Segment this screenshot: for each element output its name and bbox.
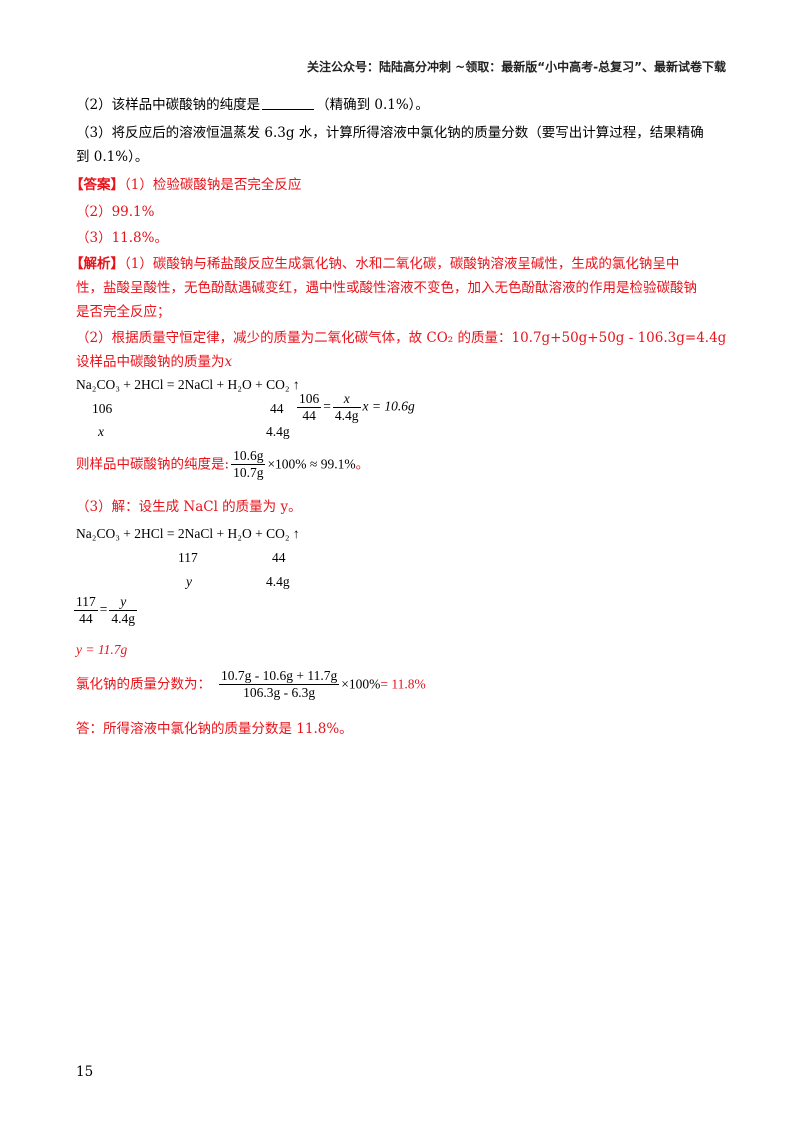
x-result: x = 10.6g	[362, 398, 415, 414]
fraction-denominator: 4.4g	[111, 611, 135, 626]
fraction-denominator: 106.3g - 6.3g	[243, 685, 316, 700]
purity-end: 。	[355, 456, 370, 473]
answer-3: （3）11.8%。	[76, 230, 168, 246]
analysis-1-line2: 性，盐酸呈酸性，无色酚酞遇碱变红，遇中性或酸性溶液不变色，加入无色酚酞溶液的作用…	[76, 280, 697, 296]
variable-x: x	[224, 354, 233, 370]
equation-2-var-1: y	[186, 574, 192, 589]
equation-1-var-1: x	[98, 424, 104, 439]
answer-2: （2）99.1%	[76, 204, 155, 220]
question-3-line2: 到 0.1%）。	[76, 149, 149, 165]
equation-2-molar-2: 44	[272, 550, 286, 565]
fraction-numerator: x	[332, 391, 361, 408]
question-2-text: （2）该样品中碳酸钠的纯度是	[76, 97, 261, 113]
answer-1: （1）检验碳酸钠是否完全反应	[124, 177, 302, 193]
fraction-denominator: 4.4g	[334, 408, 359, 423]
answer-line-1: 【答案】（1）检验碳酸钠是否完全反应	[70, 176, 301, 194]
equation-1-molar-1: 106	[92, 401, 113, 416]
analysis-2-line1: （2）根据质量守恒定律，减少的质量为二氧化碳气体，故 CO₂ 的质量：10.7g…	[76, 330, 727, 346]
fraction-denominator: 44	[79, 611, 93, 626]
y-result: y = 11.7g	[76, 642, 128, 657]
answer-blank	[262, 97, 315, 110]
question-3-line1: （3）将反应后的溶液恒温蒸发 6.3g 水，计算所得溶液中氯化钠的质量分数（要写…	[76, 125, 704, 141]
purity-result: ×100% ≈ 99.1%	[267, 456, 356, 472]
equals-sign: =	[99, 601, 108, 617]
equation-1-var-2: 4.4g	[266, 424, 290, 439]
equation-1-molar-2: 44	[270, 401, 284, 416]
analysis-2-line2: 设样品中碳酸钠的质量为x	[76, 353, 232, 371]
fraction-numerator: 10.7g - 10.6g + 11.7g	[219, 668, 340, 685]
analysis-1-line1: （1）碳酸钠与稀盐酸反应生成氯化钠、水和二氧化碳，碳酸钠溶液呈碱性，生成的氯化钠…	[124, 256, 680, 272]
equation-2-var-2: 4.4g	[266, 574, 290, 589]
fraction-numerator: y	[109, 594, 137, 611]
analysis-label: 【解析】	[70, 256, 124, 272]
equation-2: Na₂CO₃ + 2HCl = 2NaCl + H₂O + CO₂ ↑	[76, 526, 300, 541]
equation-1: Na₂CO₃ + 2HCl = 2NaCl + H₂O + CO₂ ↑	[76, 377, 300, 392]
question-2: （2）该样品中碳酸钠的纯度是 （精确到 0.1%）。	[76, 96, 429, 114]
fraction-numerator: 117	[74, 594, 98, 611]
analysis-line-1: 【解析】（1）碳酸钠与稀盐酸反应生成氯化钠、水和二氧化碳，碳酸钠溶液呈碱性，生成…	[70, 255, 679, 273]
analysis-2-text: 设样品中碳酸钠的质量为	[76, 354, 225, 370]
purity-text: 则样品中碳酸钠的纯度是:	[76, 456, 230, 473]
fraction-numerator: 10.6g	[231, 448, 266, 465]
equation-2-molar-1: 117	[178, 550, 198, 565]
page-number: 15	[76, 1064, 94, 1080]
question-2-tail: （精确到 0.1%）。	[316, 97, 429, 113]
fraction-numerator: 106	[297, 391, 322, 408]
fraction-denominator: 44	[302, 408, 316, 423]
page-header: 关注公众号：陆陆高分冲刺 ~领取：最新版“小中高考-总复习”、最新试卷下载	[307, 60, 726, 74]
equals-sign: =	[323, 398, 331, 414]
mass-fraction-text: 氯化钠的质量分数为：	[76, 676, 211, 693]
mass-fraction-result: = 11.8%	[380, 676, 426, 692]
analysis-1-line3: 是否完全反应；	[76, 304, 171, 320]
final-answer: 答：所得溶液中氯化钠的质量分数是 11.8%。	[76, 721, 353, 737]
fraction-denominator: 10.7g	[233, 465, 264, 480]
analysis-3-line1: （3）解：设生成 NaCl 的质量为 y。	[76, 499, 302, 515]
mass-fraction-percent: ×100%	[341, 676, 381, 692]
answer-label: 【答案】	[70, 177, 124, 193]
